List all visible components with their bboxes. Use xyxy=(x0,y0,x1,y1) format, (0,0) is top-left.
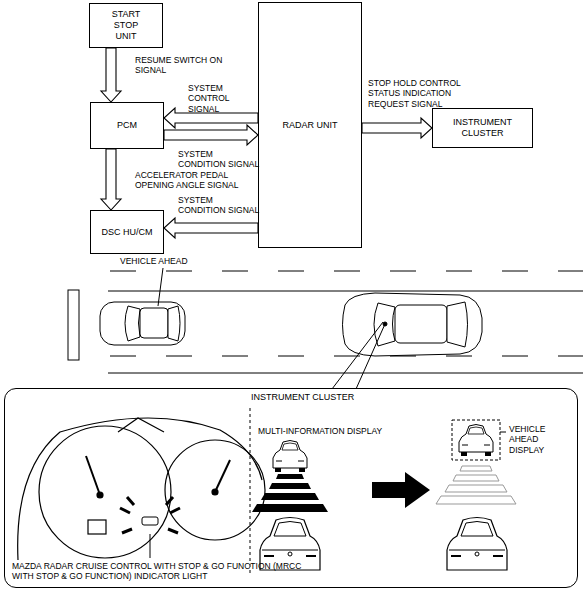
display-label: MULTI-INFORMATION DISPLAY xyxy=(258,426,408,436)
signal-arrow xyxy=(362,118,432,138)
signal-arrow xyxy=(164,125,258,145)
signal-label: SYSTEM CONTROL SIGNAL xyxy=(188,83,254,114)
signal-label: SYSTEM CONDITION SIGNAL xyxy=(178,195,260,216)
box-label: INSTRUMENT CLUSTER xyxy=(437,117,528,139)
control-unit-box: START STOP UNIT xyxy=(89,3,163,48)
signal-label: RESUME SWITCH ON SIGNAL xyxy=(135,55,227,76)
box-label: START STOP UNIT xyxy=(106,9,146,41)
control-unit-box: INSTRUMENT CLUSTER xyxy=(432,108,533,148)
indicator-label: MAZDA RADAR CRUISE CONTROL WITH STOP & G… xyxy=(12,561,302,582)
vehicle-label: VEHICLE AHEAD xyxy=(120,256,210,266)
box-label: RADAR UNIT xyxy=(282,120,337,131)
control-unit-box: RADAR UNIT xyxy=(258,2,362,248)
signal-label: STOP HOLD CONTROL STATUS INDICATION REQU… xyxy=(368,78,464,109)
box-label: PCM xyxy=(117,120,137,131)
control-unit-box: DSC HU/CM xyxy=(90,210,164,254)
signal-arrow xyxy=(164,218,258,238)
signal-arrow xyxy=(101,48,121,102)
signal-label: ACCELERATOR PEDAL OPENING ANGLE SIGNAL xyxy=(135,170,253,191)
callout-panel: INSTRUMENT CLUSTER xyxy=(4,388,578,588)
control-unit-box: PCM xyxy=(90,102,164,149)
display-label: VEHICLE AHEAD DISPLAY xyxy=(509,424,575,455)
signal-arrow xyxy=(101,149,121,210)
box-label: DSC HU/CM xyxy=(102,227,153,238)
signal-label: SYSTEM CONDITION SIGNAL xyxy=(178,149,260,170)
panel-heading: INSTRUMENT CLUSTER xyxy=(251,392,354,403)
